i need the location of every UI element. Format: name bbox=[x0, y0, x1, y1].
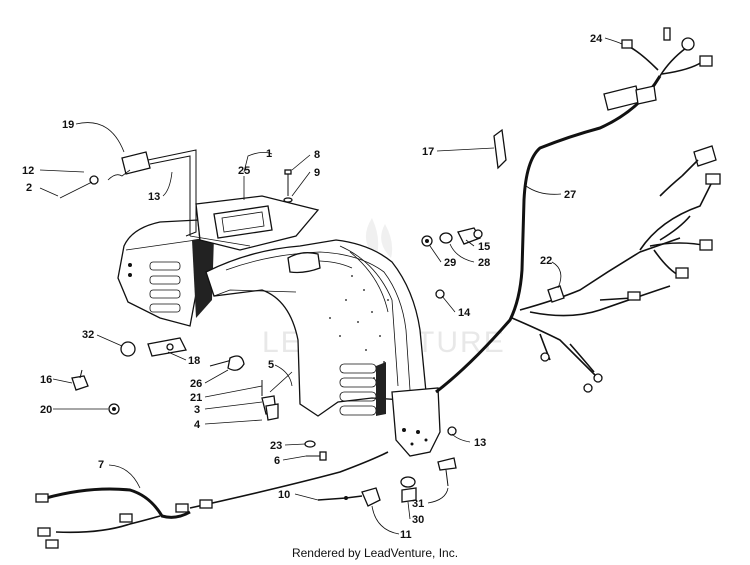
callout-9: 9 bbox=[314, 167, 320, 179]
callout-8: 8 bbox=[314, 149, 320, 161]
hood-assembly bbox=[117, 195, 441, 457]
footer-credit: Rendered by LeadVenture, Inc. bbox=[291, 546, 459, 560]
callout-31: 31 bbox=[412, 498, 424, 510]
callout-19: 19 bbox=[62, 119, 74, 131]
callout-16: 16 bbox=[40, 374, 52, 386]
callout-4: 4 bbox=[194, 419, 201, 431]
callout-12: 12 bbox=[22, 165, 34, 177]
callout-25: 25 bbox=[238, 165, 250, 177]
callout-32: 32 bbox=[82, 329, 94, 341]
callout-30: 30 bbox=[412, 514, 424, 526]
callout-28: 28 bbox=[478, 257, 490, 269]
callout-2: 2 bbox=[26, 182, 32, 194]
callout-11: 11 bbox=[400, 529, 412, 541]
callout-29: 29 bbox=[444, 257, 456, 269]
callout-3: 3 bbox=[194, 404, 200, 416]
callout-22: 22 bbox=[540, 255, 552, 267]
callout-23: 23 bbox=[270, 440, 282, 452]
callout-13-right: 13 bbox=[474, 437, 486, 449]
leader-lines bbox=[39, 37, 623, 535]
callout-13: 13 bbox=[148, 191, 160, 203]
callout-15: 15 bbox=[478, 241, 490, 253]
callout-6: 6 bbox=[274, 455, 280, 467]
callout-20: 20 bbox=[40, 404, 52, 416]
callout-26: 26 bbox=[190, 378, 202, 390]
wiring-harness bbox=[35, 27, 721, 549]
callout-24: 24 bbox=[590, 33, 603, 45]
callout-17: 17 bbox=[422, 146, 434, 158]
callout-21: 21 bbox=[190, 392, 202, 404]
callout-labels: 1 2 3 4 5 6 7 8 9 10 11 12 13 13 14 15 1… bbox=[22, 33, 603, 541]
callout-7: 7 bbox=[98, 459, 104, 471]
hardware bbox=[71, 128, 507, 507]
callout-10: 10 bbox=[278, 489, 290, 501]
callout-5: 5 bbox=[268, 359, 274, 371]
callout-27: 27 bbox=[564, 189, 576, 201]
mirror-assembly bbox=[59, 149, 197, 237]
callout-18: 18 bbox=[188, 355, 200, 367]
callout-1: 1 bbox=[266, 148, 272, 160]
callout-14: 14 bbox=[458, 307, 471, 319]
